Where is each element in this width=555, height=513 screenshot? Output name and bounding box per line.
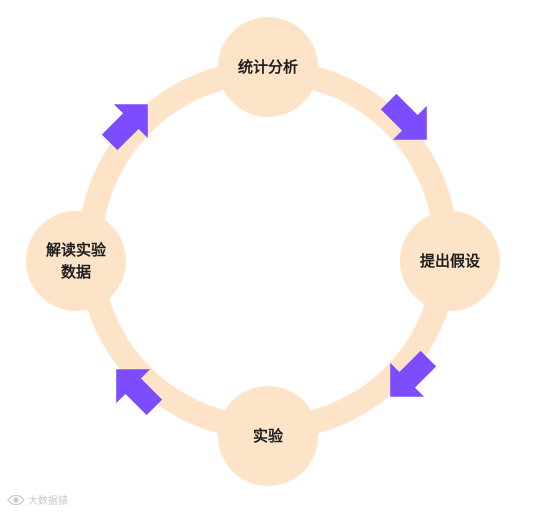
eye-logo-icon	[7, 494, 25, 506]
node-label-interpret-data-line1: 解读实验	[46, 241, 107, 259]
watermark-text: 大数据猿	[28, 494, 68, 507]
arrow-analysis-to-hypothesis	[380, 93, 427, 140]
node-label-interpret-data-line2: 数据	[61, 263, 91, 281]
watermark: 大数据猿	[7, 494, 68, 507]
arrow-experiment-to-interpret	[116, 369, 163, 416]
node-label-propose-hypothesis: 提出假设	[420, 252, 480, 270]
node-propose-hypothesis: 提出假设	[400, 211, 500, 311]
node-experiment: 实验	[218, 386, 318, 486]
arrow-interpret-to-analysis	[101, 104, 148, 151]
node-label-statistical-analysis: 统计分析	[238, 58, 298, 76]
node-statistical-analysis: 统计分析	[218, 17, 318, 117]
node-label-experiment: 实验	[253, 427, 284, 445]
arrow-hypothesis-to-experiment	[390, 350, 437, 397]
node-interpret-data: 解读实验 数据	[26, 211, 126, 311]
